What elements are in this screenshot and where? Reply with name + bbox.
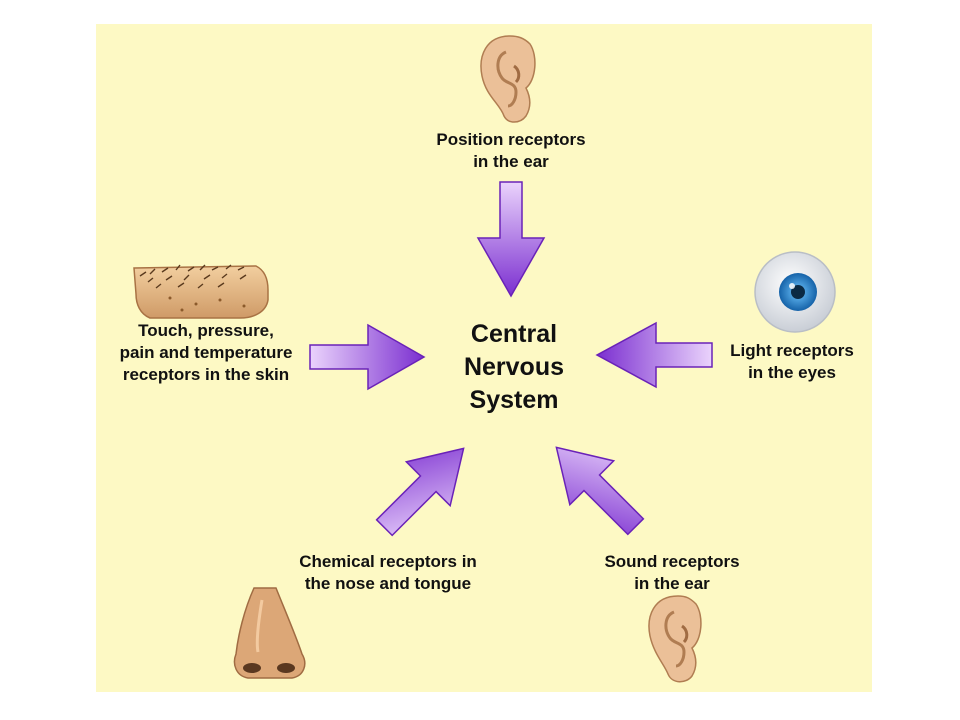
sound-receptors-label: Sound receptors in the ear (580, 551, 764, 595)
label-line: pain and temperature (119, 343, 293, 362)
label-line: Touch, pressure, (138, 321, 274, 340)
arrow-from-eye-receptors (595, 321, 713, 389)
arrow-from-skin-receptors (309, 323, 426, 391)
central-nervous-system-label: Central Nervous System (444, 318, 584, 417)
touch-receptors-label: Touch, pressure, pain and temperature re… (96, 320, 316, 386)
label-line: in the eyes (748, 363, 836, 382)
label-line: Position receptors (436, 130, 586, 149)
arrow-from-chemical-receptors (375, 447, 465, 537)
ear-icon (648, 595, 702, 683)
eye-icon (754, 251, 836, 333)
label-line: Sound receptors (604, 552, 740, 571)
label-line: Chemical receptors in (299, 552, 477, 571)
label-line: the nose and tongue (304, 574, 472, 593)
center-line-2: Nervous (463, 353, 565, 381)
nose-icon (233, 587, 306, 679)
center-line-3: System (469, 386, 559, 414)
diagram-panel (96, 24, 872, 692)
arrow-from-sound-receptors (555, 446, 645, 536)
center-line-1: Central (470, 320, 558, 348)
light-receptors-label: Light receptors in the eyes (712, 340, 872, 384)
label-line: in the ear (634, 574, 710, 593)
position-receptors-label: Position receptors in the ear (416, 129, 606, 173)
label-line: receptors in the skin (122, 365, 290, 384)
arrow-from-position-receptors (476, 181, 546, 298)
label-line: in the ear (473, 152, 549, 171)
label-line: Light receptors (730, 341, 854, 360)
chemical-receptors-label: Chemical receptors in the nose and tongu… (270, 551, 506, 595)
ear-icon (480, 35, 536, 123)
skin-icon (133, 264, 269, 319)
